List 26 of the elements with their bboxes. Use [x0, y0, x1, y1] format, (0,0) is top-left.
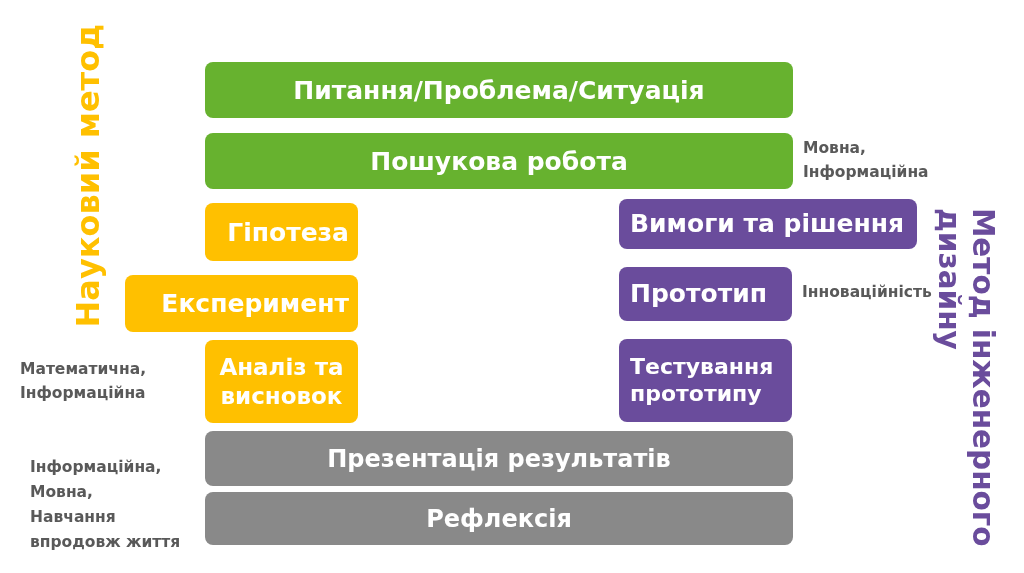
vertical-heading: Метод інженерного дизайну	[932, 208, 1000, 549]
step-box	[125, 275, 358, 332]
step-label: Питання/Проблема/Ситуація	[293, 75, 705, 105]
step-label: Вимоги та рішення	[630, 209, 905, 239]
step-label: Тестування прототипу	[630, 354, 775, 407]
step-label: Рефлексія	[426, 504, 572, 533]
competency-note: Інноваційність	[802, 282, 932, 303]
competency-note: Інформаційна, Мовна, Навчання впродовж життя	[30, 457, 181, 553]
step-box	[205, 62, 793, 118]
step-label: Аналіз та висновок	[218, 352, 345, 411]
step-box	[205, 492, 793, 545]
step-label: Гіпотеза	[227, 217, 349, 247]
step-box	[619, 199, 917, 249]
step-box	[205, 340, 358, 423]
step-box	[205, 203, 358, 261]
competency-note: Математична, Інформаційна	[20, 359, 146, 404]
step-box	[619, 267, 792, 321]
step-label: Експеримент	[161, 289, 349, 318]
step-label: Презентація результатів	[327, 444, 671, 473]
competency-note: Мовна, Інформаційна	[803, 138, 929, 183]
step-box	[619, 339, 792, 422]
step-box	[205, 431, 793, 486]
step-label: Пошукова робота	[370, 146, 628, 176]
step-label: Прототип	[630, 279, 767, 309]
step-box	[205, 133, 793, 189]
vertical-heading: Науковий метод	[69, 24, 107, 328]
